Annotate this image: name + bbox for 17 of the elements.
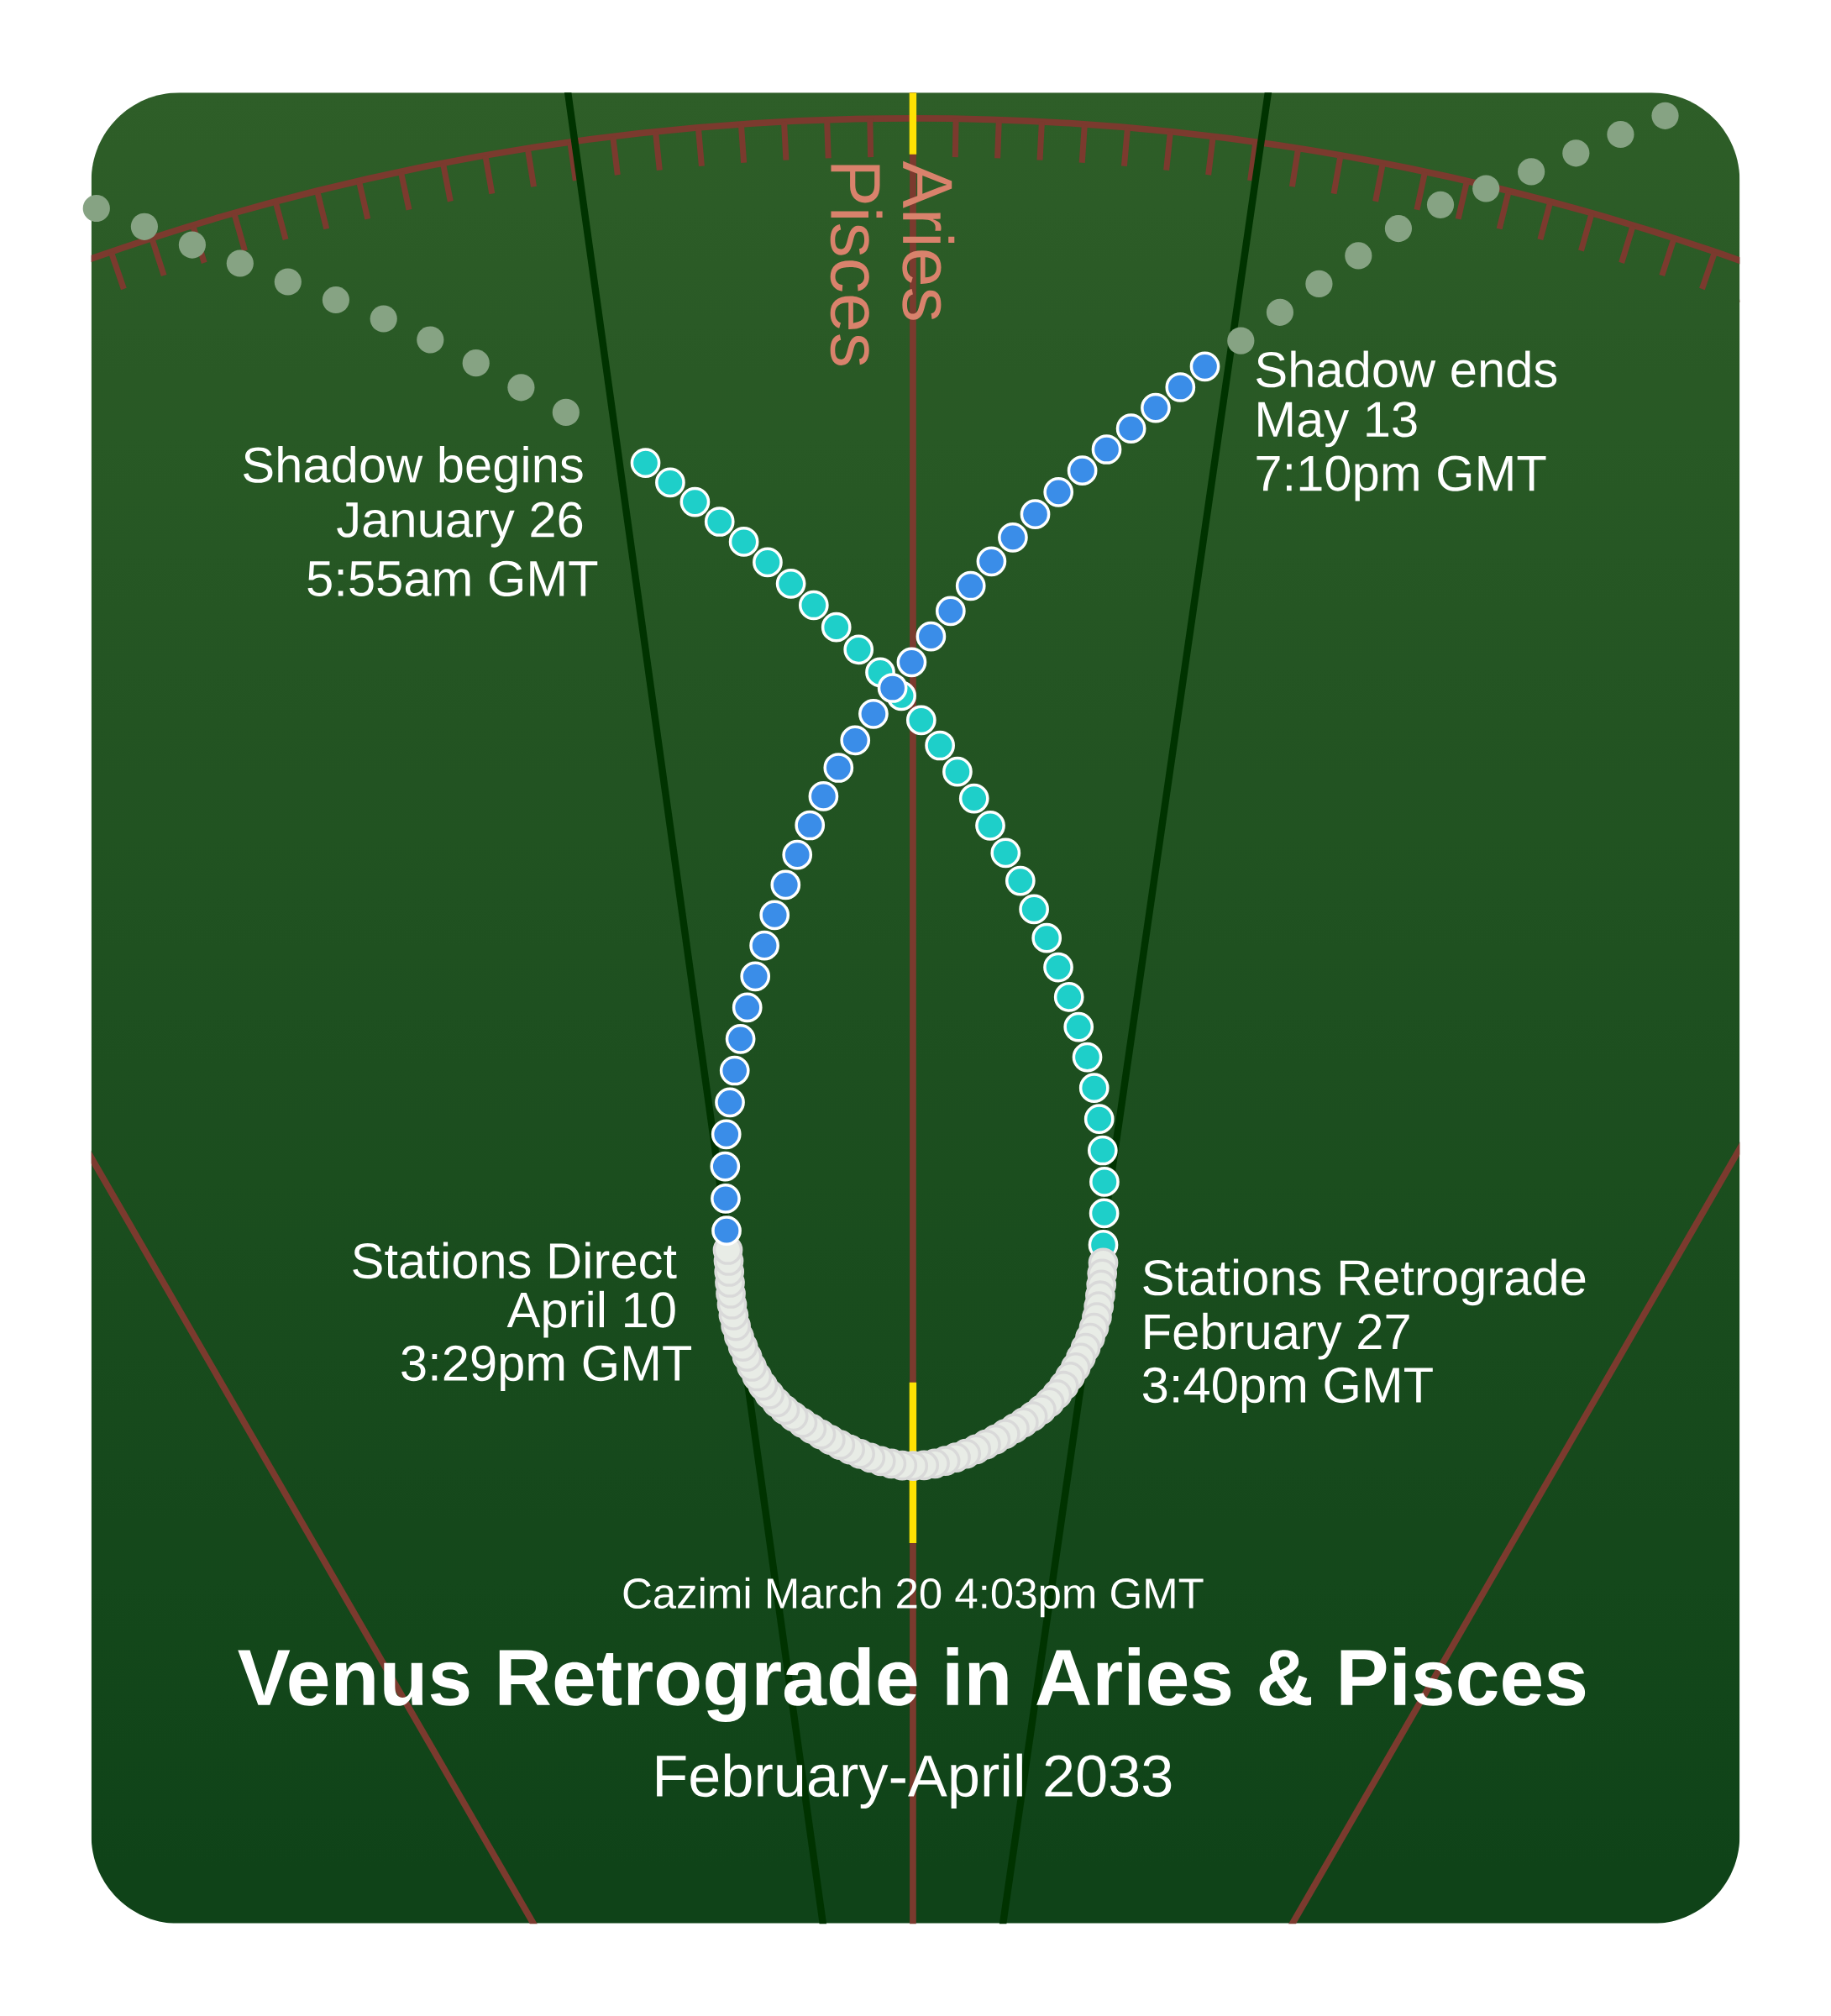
subtitle: February-April 2033: [657, 1753, 1172, 1809]
zodiac-sign-label: Aries: [902, 160, 955, 320]
event-label: 5:55am GMT: [307, 560, 598, 597]
event-label: 7:10pm GMT: [1257, 455, 1546, 501]
event-label: 3:29pm GMT: [401, 1345, 692, 1391]
event-label: April 10: [506, 1290, 675, 1338]
title: Venus Retrograde in Aries & Pisces: [238, 1647, 1586, 1722]
event-label: Stations Retrograde: [1143, 1258, 1586, 1306]
cazimi-label: Cazimi March 20 4:03pm GMT: [623, 1577, 1204, 1618]
event-label: January 26: [337, 501, 583, 548]
event-label: Shadow ends: [1257, 350, 1557, 388]
event-label: Stations Direct: [353, 1242, 677, 1279]
zodiac-sign-label: Pisces: [830, 165, 883, 365]
event-label: May 13: [1258, 402, 1417, 448]
event-label: Shadow begins: [244, 445, 583, 493]
event-label: 3:40pm GMT: [1142, 1367, 1433, 1413]
event-label: February 27: [1145, 1312, 1409, 1360]
